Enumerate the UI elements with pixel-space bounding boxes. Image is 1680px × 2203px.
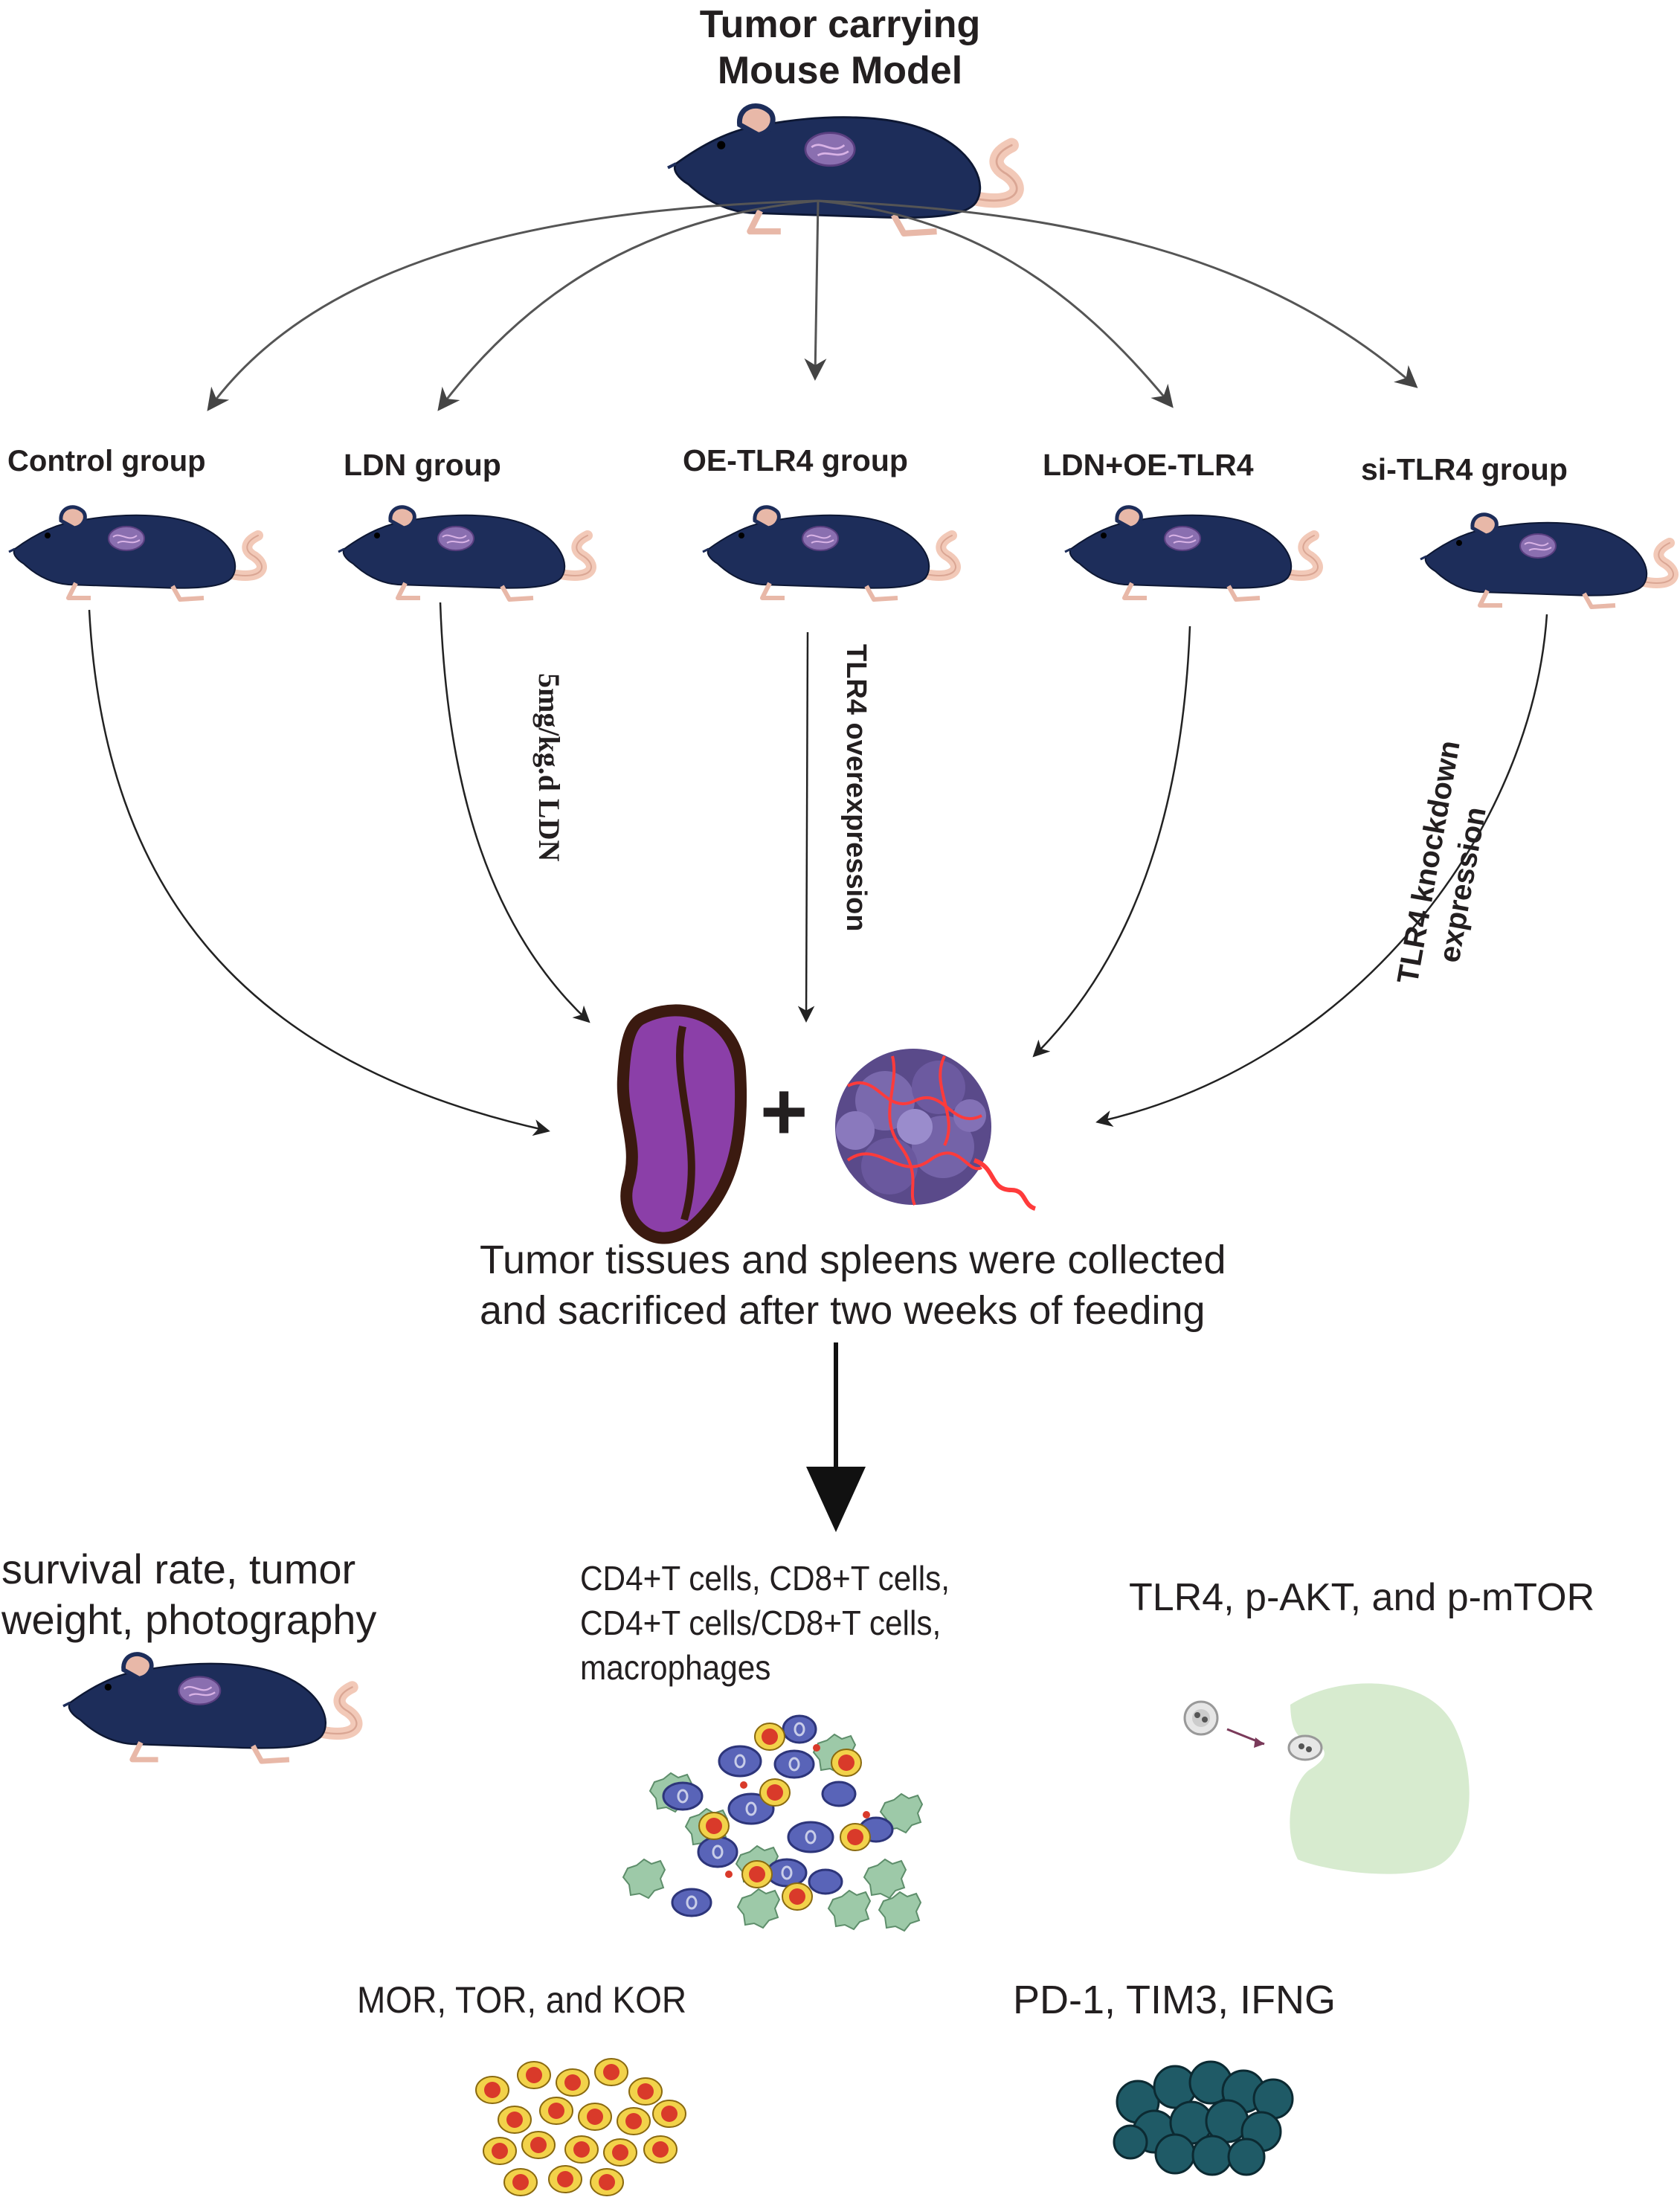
mouse-icon [668, 106, 1017, 233]
survival-line-2: weight, photography [1, 1596, 377, 1643]
survival-outcome-text: survival rate, tumor weight, photography [1, 1544, 376, 1645]
mouse-icon [1420, 515, 1673, 607]
mouse-icon [1065, 507, 1318, 599]
checkpoint-cells-icon [1113, 2060, 1294, 2176]
signaling-text: TLR4, p-AKT, and p-mTOR [1129, 1576, 1595, 1619]
group-label-control: Control group [7, 445, 206, 477]
tumor-icon [835, 1049, 1037, 1211]
cells-line-3: macrophages [580, 1648, 771, 1687]
mouse-icon [338, 507, 591, 599]
title-line-2: Mouse Model [717, 49, 963, 92]
collection-line-1: Tumor tissues and spleens were collected [480, 1238, 1226, 1282]
collection-line-2: and sacrificed after two weeks of feedin… [480, 1288, 1206, 1333]
receptor-cells-icon [475, 2058, 686, 2196]
plus-sign: + [760, 1066, 808, 1157]
group-label-si-tlr4: si-TLR4 group [1361, 452, 1568, 486]
collection-text: Tumor tissues and spleens were collected… [480, 1235, 1226, 1336]
cells-line-2: CD4+T cells/CD8+T cells, [580, 1604, 942, 1642]
group-label-oe-tlr4: OE-TLR4 group [683, 443, 908, 477]
ldn-dose-label: 5mg/kg.d LDN [532, 673, 566, 862]
mouse-icon [63, 1654, 356, 1761]
group-label-ldn-oe-tlr4: LDN+OE-TLR4 [1043, 448, 1254, 482]
cell-cluster-icon [622, 1714, 924, 1932]
checkpoints-text: PD-1, TIM3, IFNG [1013, 1978, 1336, 2022]
title-line-1: Tumor carrying [699, 3, 981, 46]
survival-line-1: survival rate, tumor [1, 1546, 356, 1592]
receptors-text: MOR, TOR, and KOR [357, 1979, 687, 2021]
mouse-icon [9, 507, 262, 599]
spleen-icon [617, 1004, 747, 1244]
page-title: Tumor carrying Mouse Model [0, 1, 1680, 94]
overexpression-label: TLR4 overexpression [840, 644, 872, 932]
mouse-icon [703, 507, 956, 599]
immune-cells-text: CD4+T cells, CD8+T cells, CD4+T cells/CD… [580, 1556, 950, 1690]
group-label-ldn: LDN group [344, 448, 501, 482]
phagocytosis-icon [1183, 1683, 1470, 1874]
cells-line-1: CD4+T cells, CD8+T cells, [580, 1559, 950, 1598]
